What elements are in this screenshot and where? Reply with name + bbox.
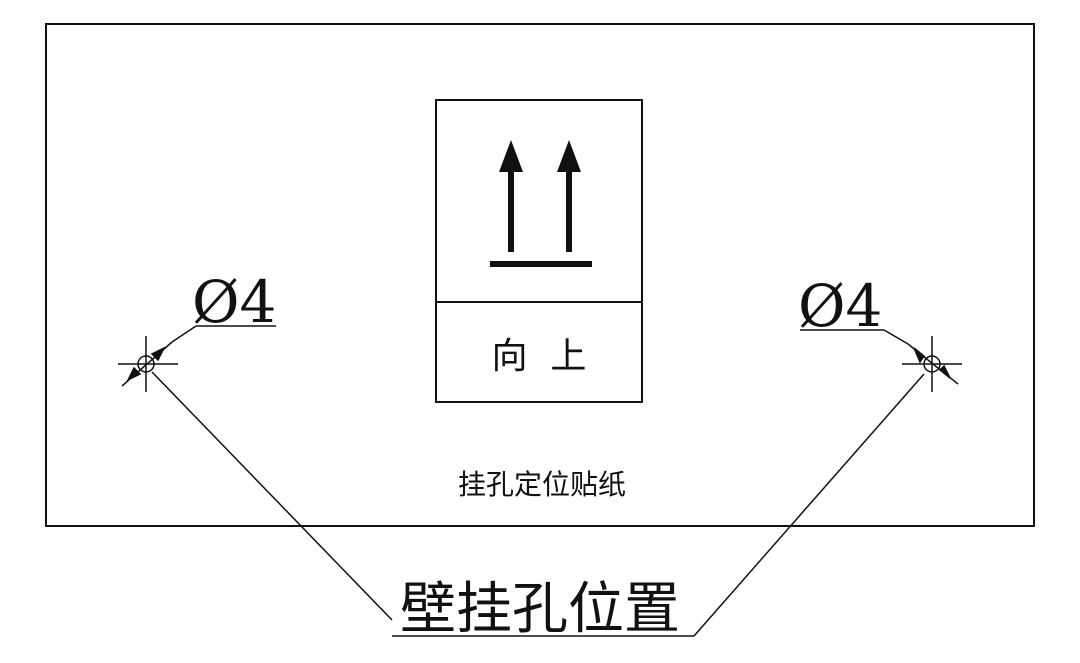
up-label-text: 向 上 [492, 336, 587, 377]
up-arrows-icon [490, 140, 592, 267]
callout-label: 壁挂孔位置 [400, 577, 680, 642]
callout-leader-left [151, 371, 393, 621]
right-dim-leader [883, 329, 909, 345]
sticker-caption: 挂孔定位贴纸 [458, 468, 626, 501]
right-hole-arrow-1 [913, 347, 926, 364]
left-hole-dimension: Ø4 [192, 268, 276, 336]
left-hole-arrow-1 [126, 366, 142, 382]
left-dim-leader [171, 325, 197, 343]
callout-leader-right [693, 373, 925, 637]
sticker-outline [45, 23, 1035, 527]
left-hole-arrow-2 [150, 346, 166, 362]
right-hole-dimension: Ø4 [798, 272, 882, 340]
right-hole-marker [800, 329, 962, 392]
this-way-up-label: 向 上 [435, 99, 643, 403]
right-hole-arrow-2 [938, 364, 951, 379]
left-hole-marker [118, 325, 276, 392]
callout-leaders [151, 371, 925, 637]
up-label-box [435, 99, 643, 403]
